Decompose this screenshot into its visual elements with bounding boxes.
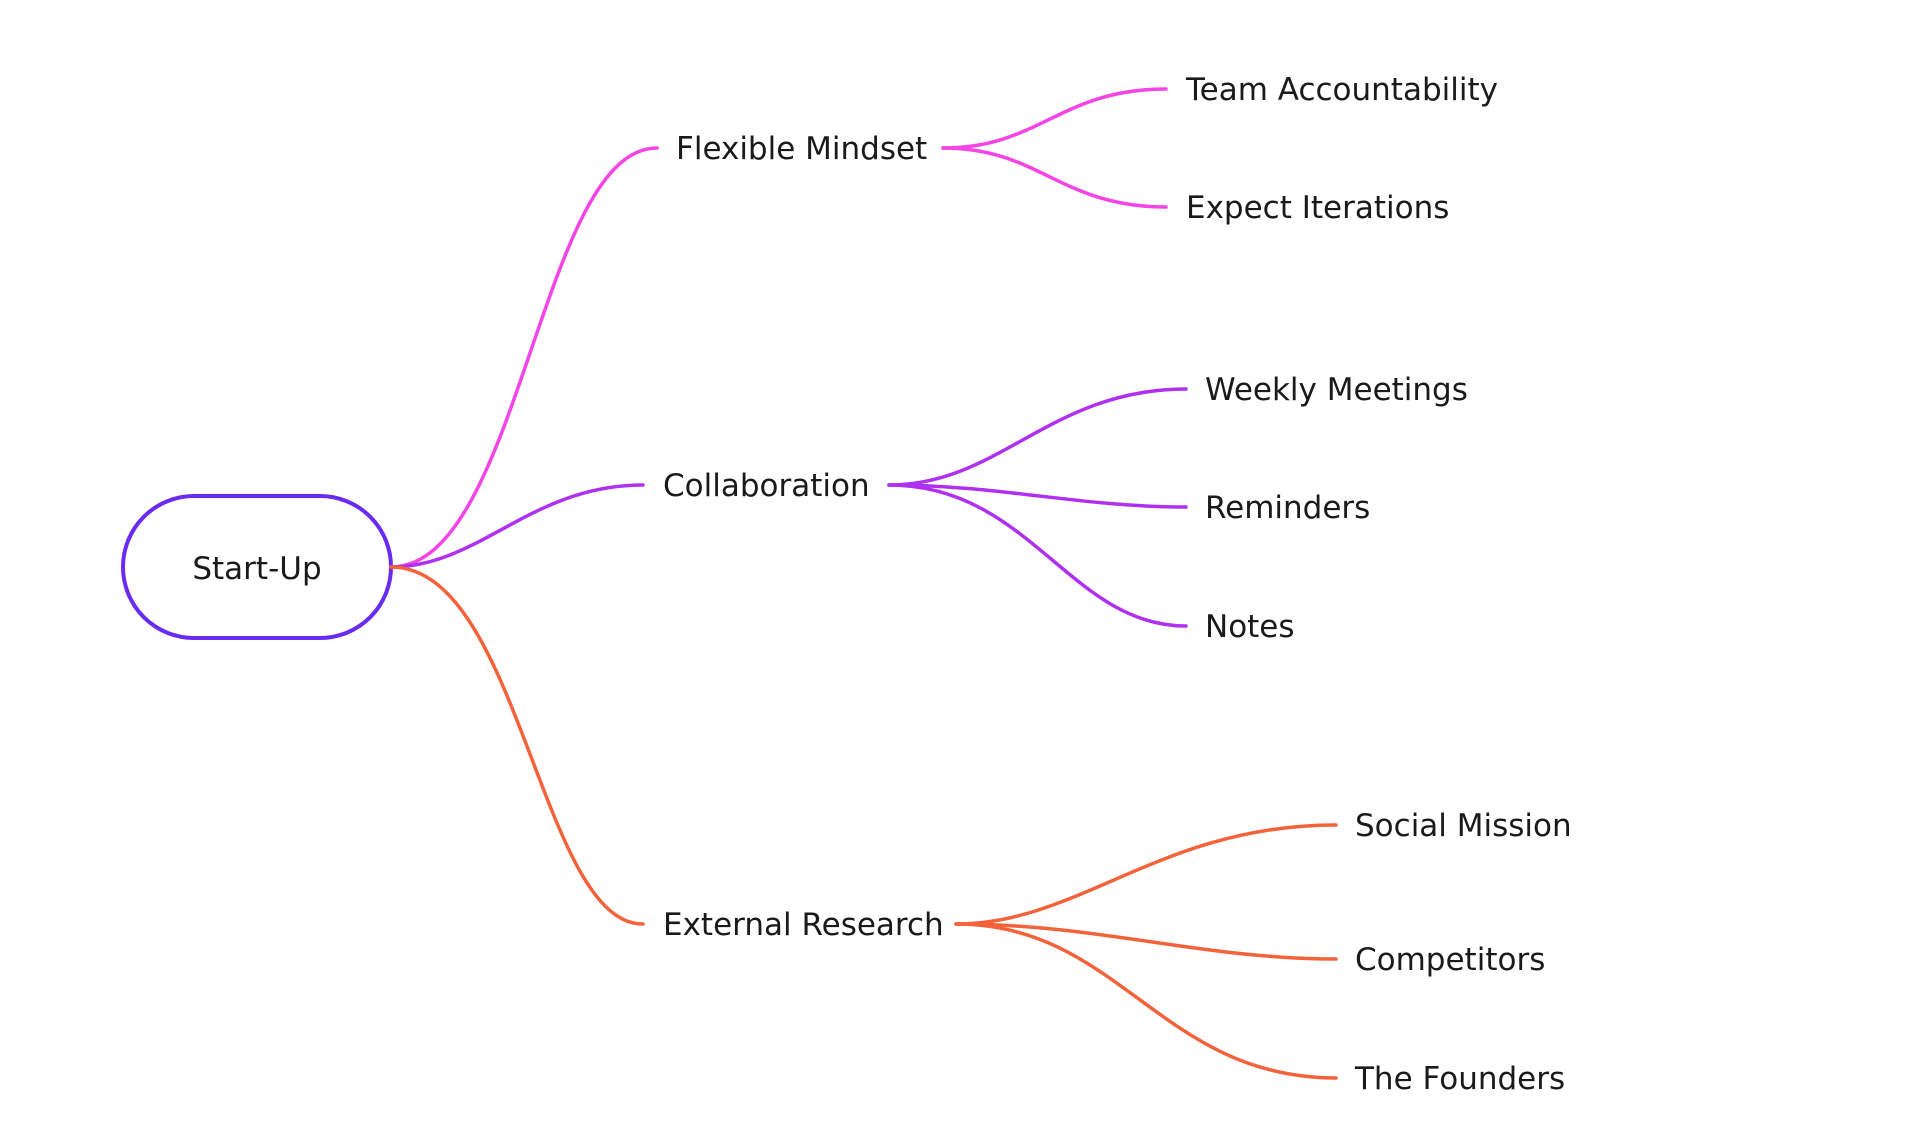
edge-collaboration-notes <box>887 483 1188 628</box>
branch-label: Collaboration <box>663 468 870 504</box>
root-node[interactable]: Start-Up <box>121 494 393 640</box>
leaf-label: Social Mission <box>1355 808 1572 844</box>
edges <box>389 87 1338 1080</box>
edge-external-research-the-founders <box>954 922 1338 1080</box>
branch-flexible-mindset[interactable]: Flexible Mindset <box>676 131 927 167</box>
edge-collaboration-weekly-meetings <box>887 387 1188 487</box>
edge-external-research-social-mission <box>954 823 1338 926</box>
leaf-competitors[interactable]: Competitors <box>1355 942 1545 978</box>
edge-flexible-mindset-expect-iterations <box>941 146 1168 209</box>
leaf-label: Expect Iterations <box>1186 190 1449 226</box>
leaf-social-mission[interactable]: Social Mission <box>1355 808 1572 844</box>
edge-root-external-research <box>389 565 645 926</box>
leaf-notes[interactable]: Notes <box>1205 609 1295 645</box>
edge-root-collaboration <box>389 483 645 569</box>
leaf-label: Weekly Meetings <box>1205 372 1468 408</box>
edge-collaboration-reminders <box>887 483 1188 509</box>
leaf-label: Reminders <box>1205 490 1370 526</box>
leaf-label: Team Accountability <box>1185 72 1498 108</box>
branch-collaboration[interactable]: Collaboration <box>663 468 870 504</box>
branch-label: Flexible Mindset <box>676 131 927 167</box>
edge-external-research-competitors <box>954 922 1338 961</box>
branch-label: External Research <box>663 907 944 943</box>
leaf-the-founders[interactable]: The Founders <box>1354 1061 1565 1097</box>
edge-root-flexible-mindset <box>389 146 659 569</box>
leaf-label: The Founders <box>1354 1061 1565 1097</box>
edge-flexible-mindset-team-accountability <box>941 87 1168 150</box>
leaf-team-accountability[interactable]: Team Accountability <box>1185 72 1498 108</box>
leaf-label: Notes <box>1205 609 1295 645</box>
leaf-reminders[interactable]: Reminders <box>1205 490 1370 526</box>
leaf-label: Competitors <box>1355 942 1545 978</box>
branch-external-research[interactable]: External Research <box>663 907 944 943</box>
leaf-weekly-meetings[interactable]: Weekly Meetings <box>1205 372 1468 408</box>
root-node-label: Start-Up <box>192 551 321 587</box>
leaf-expect-iterations[interactable]: Expect Iterations <box>1186 190 1449 226</box>
